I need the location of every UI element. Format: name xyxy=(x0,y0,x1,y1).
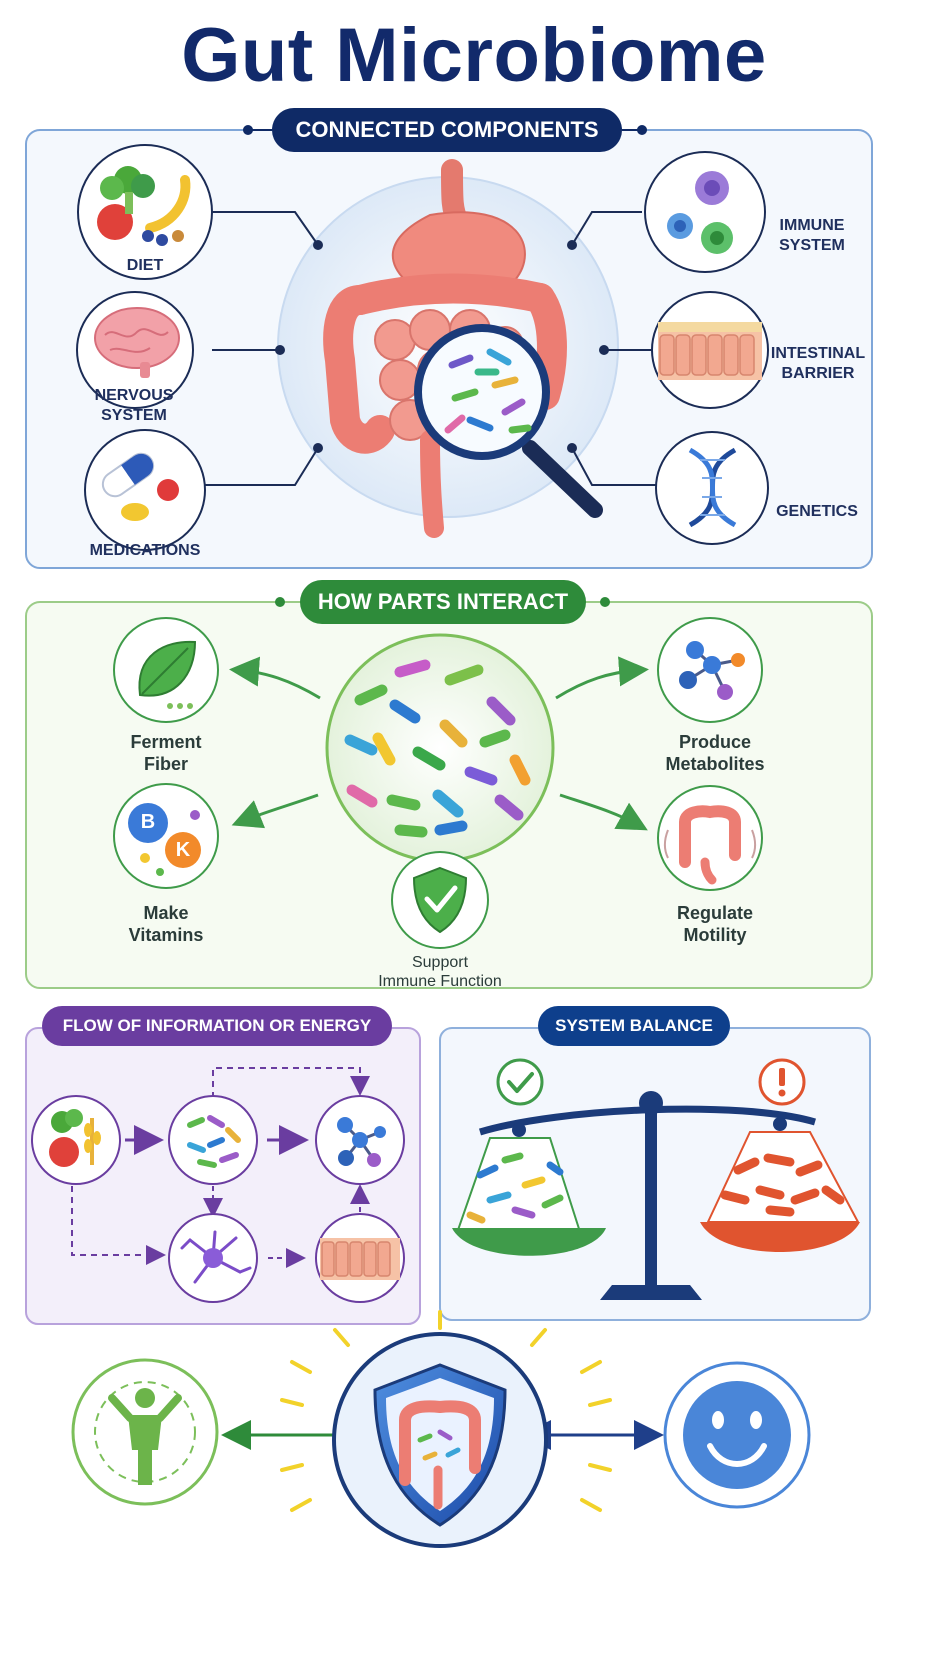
component-label-diet: DIET xyxy=(126,257,164,274)
neuron-icon xyxy=(168,1213,258,1303)
smiley-icon xyxy=(663,1361,811,1509)
component-label-genetics: GENETICS xyxy=(776,503,858,520)
dashed-loop-top xyxy=(212,1067,370,1098)
arrow-to-metabolites xyxy=(555,656,649,700)
active-person-icon xyxy=(71,1358,219,1506)
flow-lining-icon xyxy=(315,1213,405,1303)
arrow-to-vitamins xyxy=(231,793,319,829)
components-panel xyxy=(25,125,873,569)
flow-molecule-icon xyxy=(315,1095,405,1185)
colon-icon xyxy=(657,785,763,891)
vitamins-icon xyxy=(113,783,219,889)
dashed-loop-bottom xyxy=(71,1186,166,1265)
microbes-icon xyxy=(168,1095,258,1185)
flow-panel xyxy=(25,1027,421,1325)
interact-panel xyxy=(25,597,873,989)
gut-shield-icon xyxy=(332,1332,548,1548)
interact-label-ferment-fiber: Ferment Fiber xyxy=(130,732,202,774)
vitamin-k-letter: K xyxy=(175,839,191,861)
component-label-medications: MEDICATIONS xyxy=(89,542,201,559)
right-connectors xyxy=(571,211,662,486)
outcome-row xyxy=(71,1310,811,1548)
vitamin-b-letter: B xyxy=(140,811,156,833)
page-title: Gut Microbiome xyxy=(181,13,767,98)
glow-rays xyxy=(280,1310,612,1512)
balance-scale-illustration xyxy=(452,1091,860,1300)
fruit-vegetable-icon xyxy=(77,144,213,280)
component-label-intestinal-barrier: INTESTINAL BARRIER xyxy=(770,345,866,382)
intestinal-lining-icon xyxy=(651,291,769,409)
dna-icon xyxy=(655,431,769,545)
interact-label-produce-metabolites: Produce Metabolites xyxy=(665,732,765,774)
warning-icon xyxy=(758,1058,806,1106)
balance-panel xyxy=(439,1027,871,1321)
food-icon xyxy=(31,1095,121,1185)
left-connectors xyxy=(195,211,319,486)
pill-capsule-icon xyxy=(84,429,206,551)
component-label-nervous-system: NERVOUS SYSTEM xyxy=(94,387,174,424)
arrow-to-motility xyxy=(559,793,648,831)
microbe-community-illustration xyxy=(325,633,555,863)
component-label-immune-system: IMMUNE SYSTEM xyxy=(779,217,845,254)
interact-label-make-vitamins: Make Vitamins xyxy=(128,903,204,945)
leaf-icon xyxy=(113,617,219,723)
interact-label-regulate-motility: Regulate Motility xyxy=(676,903,754,945)
arrow-to-ferment xyxy=(229,656,321,700)
check-icon xyxy=(496,1058,544,1106)
interact-heading: HOW PARTS INTERACT xyxy=(300,580,586,624)
components-heading: CONNECTED COMPONENTS xyxy=(272,108,622,152)
interact-label-support-immune: Support Immune Function xyxy=(378,954,502,990)
brain-icon xyxy=(76,291,194,409)
molecule-icon xyxy=(657,617,763,723)
flow-heading: FLOW OF INFORMATION OR ENERGY xyxy=(42,1006,392,1046)
shield-check-icon xyxy=(391,851,489,949)
balance-heading: SYSTEM BALANCE xyxy=(538,1006,730,1046)
immune-cells-icon xyxy=(644,151,766,273)
gut-magnifier-illustration xyxy=(277,159,619,538)
